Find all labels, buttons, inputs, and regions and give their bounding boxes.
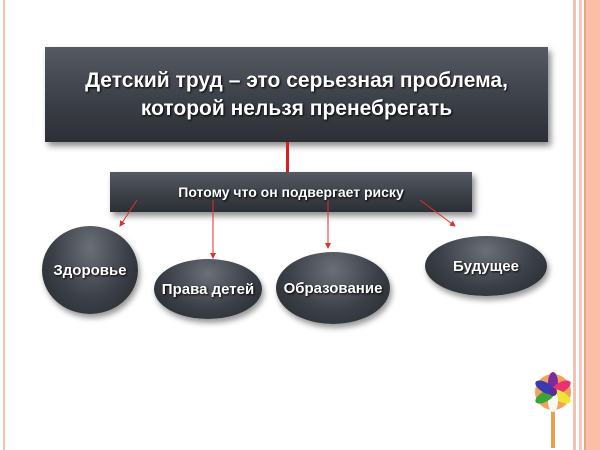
risk-health: Здоровье	[42, 226, 138, 314]
right-frame-line	[573, 0, 576, 450]
pinwheel-icon	[535, 372, 571, 448]
subtitle-text: Потому что он подвергает риску	[178, 184, 404, 200]
title-line-2: которой нельзя пренебрегать	[140, 96, 453, 120]
connector-line	[286, 142, 289, 172]
risk-label: Права детей	[161, 280, 255, 298]
title-line-1: Детский труд – это серьезная проблема,	[85, 68, 508, 92]
arrow-future	[419, 199, 456, 227]
risk-label: Будущее	[453, 257, 519, 275]
left-frame-line	[3, 0, 5, 450]
arrow-health	[119, 199, 138, 227]
risk-future: Будущее	[425, 236, 547, 296]
risk-label: Здоровье	[53, 261, 127, 279]
right-stripe-band	[584, 0, 600, 450]
risk-children-rights: Права детей	[154, 259, 262, 319]
title-box: Детский труд – это серьезная проблема, к…	[45, 47, 548, 142]
subtitle-box: Потому что он подвергает риску	[110, 172, 472, 212]
right-stripe-thin	[579, 0, 582, 450]
risk-label: Образование	[283, 279, 383, 297]
risk-education: Образование	[276, 252, 390, 324]
